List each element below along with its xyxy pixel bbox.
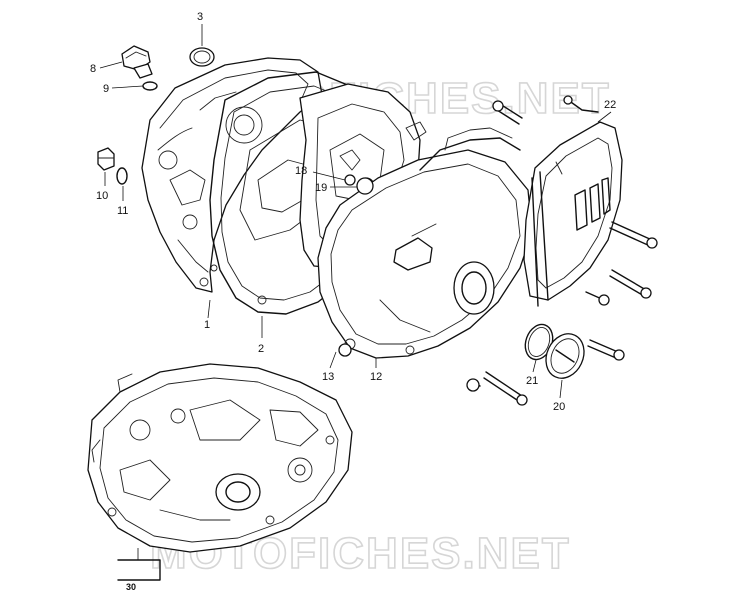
part-10-plug (97, 147, 115, 171)
callout-18: 18 (295, 165, 307, 177)
part-20-cap (545, 333, 585, 379)
part-8-filler-cap (121, 45, 153, 79)
leader-lines (99, 24, 612, 560)
callout-11: 11 (117, 205, 128, 217)
callout-22: 22 (604, 99, 616, 111)
part-3-seal (189, 47, 215, 67)
part-12-main-cover (317, 127, 533, 359)
bracket-rods (531, 171, 549, 307)
callout-3: 3 (197, 11, 203, 23)
part-11-washer (116, 167, 128, 185)
callout-19: 19 (315, 182, 327, 194)
callout-13: 13 (322, 371, 334, 383)
callout-8: 8 (90, 63, 96, 75)
part-22-outer-plate (523, 121, 623, 301)
callout-labels: 3 8 9 10 11 1 2 13 12 18 19 20 21 22 30 (90, 11, 616, 592)
part-9-o-ring (142, 81, 158, 91)
bolts-right (466, 95, 658, 406)
callout-9: 9 (103, 83, 109, 95)
part-13-bolt (338, 343, 352, 357)
callout-20: 20 (553, 401, 565, 413)
part-1-crankcase-cover (141, 57, 323, 293)
callout-21: 21 (526, 375, 538, 387)
part-18-19-small-parts (344, 174, 374, 195)
callout-12: 12 (370, 371, 382, 383)
callout-2: 2 (258, 343, 264, 355)
part-30-crankcase-assembly (87, 363, 353, 581)
callout-30: 30 (126, 582, 136, 592)
callout-1: 1 (204, 319, 210, 331)
callout-10: 10 (96, 190, 108, 202)
